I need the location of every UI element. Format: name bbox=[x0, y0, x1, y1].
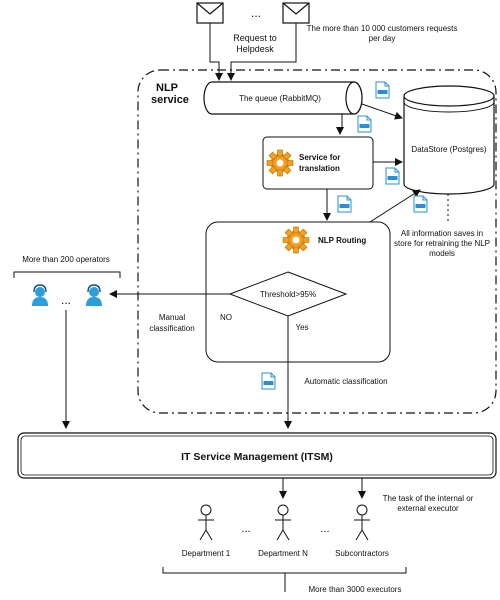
routing-to-datastore-arrow bbox=[369, 189, 421, 223]
nlp-service-title-line1: NLP bbox=[156, 82, 178, 94]
customers-note-line1: The more than 10 000 customers requests bbox=[307, 24, 458, 33]
translation-label-line1: Service for bbox=[299, 153, 340, 162]
envelope-to-queue-arrow bbox=[209, 23, 223, 81]
request-label-line2: Helpdesk bbox=[236, 44, 274, 54]
queue-label: The queue (RabbitMQ) bbox=[239, 94, 321, 103]
customers-note-line2: per day bbox=[369, 34, 396, 43]
gear-icon bbox=[266, 149, 294, 177]
json-icon bbox=[337, 195, 352, 213]
retrain-note-line2: store for retraining the NLP bbox=[394, 239, 490, 248]
task-note-line1: The task of the internal or bbox=[383, 494, 474, 503]
request-label-line1: Request to bbox=[233, 33, 277, 43]
automatic-label: Automatic classification bbox=[304, 377, 387, 386]
queue-cylinder bbox=[203, 81, 363, 115]
threshold-label: Threshold>95% bbox=[260, 290, 316, 299]
nlp-routing-label: NLP Routing bbox=[318, 236, 366, 245]
retrain-note-line1: All information saves in bbox=[401, 229, 483, 238]
operators-note: More than 200 operators bbox=[22, 255, 110, 264]
operators-bracket bbox=[13, 271, 121, 278]
nlp-service-title-line2: service bbox=[151, 94, 189, 106]
envelope-icon bbox=[196, 2, 224, 24]
queue-to-datastore-arrow bbox=[361, 103, 403, 120]
operator-icon bbox=[31, 284, 49, 307]
yes-label: Yes bbox=[295, 323, 308, 332]
json-icon bbox=[413, 195, 428, 213]
executors-bracket bbox=[162, 567, 407, 574]
json-icon bbox=[261, 372, 276, 390]
nlp-service-boundary bbox=[137, 69, 497, 414]
json-icon bbox=[385, 167, 400, 185]
department-n-figure bbox=[274, 504, 292, 541]
envelope-to-queue-arrow bbox=[227, 23, 297, 81]
task-note-line2: external executor bbox=[397, 504, 459, 513]
department-1-label: Department 1 bbox=[182, 549, 231, 558]
department-n-label: Department N bbox=[258, 549, 308, 558]
executors-total-note: More than 3000 executors bbox=[309, 585, 402, 594]
queue-to-translation-arrow bbox=[336, 114, 344, 135]
itsm-bar bbox=[17, 432, 497, 479]
operators-ellipsis: ... bbox=[61, 293, 71, 307]
executors-ellipsis: ... bbox=[241, 523, 250, 535]
operator-icon bbox=[85, 284, 103, 307]
manual-label-line1: Manual bbox=[159, 313, 185, 322]
manual-label-line2: classification bbox=[149, 324, 194, 333]
itsm-bar-inner bbox=[20, 435, 494, 476]
translation-service-box bbox=[262, 136, 374, 190]
json-icon bbox=[357, 115, 372, 133]
gear-icon bbox=[282, 226, 310, 254]
translation-label-line2: translation bbox=[299, 164, 340, 173]
json-icon bbox=[375, 81, 390, 99]
datastore-label: DataStore (Postgres) bbox=[411, 145, 486, 154]
datastore-cylinder bbox=[403, 85, 495, 195]
department-1-figure bbox=[197, 504, 215, 541]
retrain-note-line3: models bbox=[429, 249, 455, 258]
envelope-ellipsis: ... bbox=[251, 6, 261, 20]
itsm-label: IT Service Management (ITSM) bbox=[181, 451, 333, 463]
envelope-icon bbox=[282, 2, 310, 24]
subcontractors-label: Subcontractors bbox=[335, 549, 389, 558]
no-label: NO bbox=[220, 313, 232, 322]
executors-ellipsis: ... bbox=[320, 523, 329, 535]
subcontractors-figure bbox=[353, 504, 371, 541]
